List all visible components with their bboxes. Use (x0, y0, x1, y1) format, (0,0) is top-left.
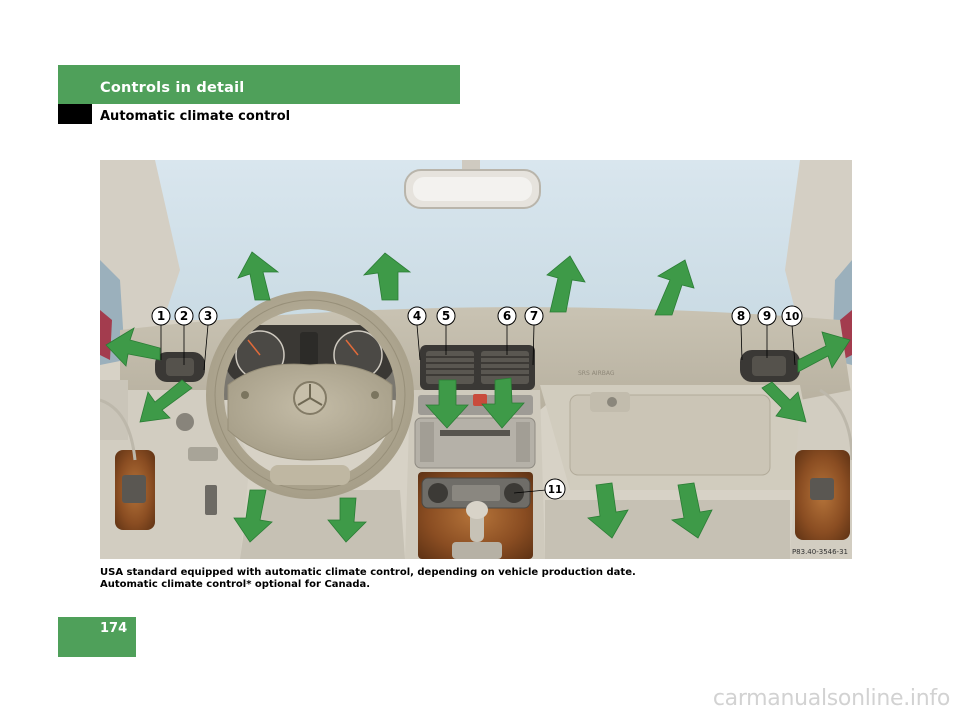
airflow-arrow-right-lower (761, 381, 807, 423)
airflow-arrow-right-side (797, 331, 851, 373)
callout-10: 10 (785, 311, 800, 323)
dashboard-drawing: SRS AIRBAG (100, 160, 852, 559)
svg-text:SRS AIRBAG: SRS AIRBAG (578, 370, 615, 377)
callout-2: 2 (180, 309, 188, 323)
callout-11: 11 (548, 484, 563, 496)
caption-line-2: Automatic climate control* optional for … (100, 579, 371, 590)
airflow-arrow-footwell-4 (670, 482, 713, 539)
airflow-arrow-defrost-2 (362, 252, 412, 301)
callout-5: 5 (442, 309, 450, 323)
airflow-arrow-left-side (105, 327, 161, 367)
airflow-arrow-footwell-1 (233, 489, 273, 543)
section-marker (58, 104, 92, 124)
image-reference-code: P83.40-3546-31 (791, 548, 848, 556)
airflow-arrow-defrost-3 (546, 255, 586, 313)
airflow-arrows (105, 251, 851, 543)
airflow-arrow-footwell-3 (587, 482, 629, 539)
airflow-arrow-defrost-1 (237, 251, 280, 301)
airflow-arrow-center-left (425, 379, 469, 429)
callout-6: 6 (503, 309, 511, 323)
page-number-box (58, 617, 136, 657)
callout-group: 1 2 3 4 5 6 7 8 9 10 11 (151, 305, 803, 500)
airflow-arrow-center-right (481, 377, 525, 429)
page-number: 174 (100, 621, 128, 636)
callout-9: 9 (763, 309, 771, 323)
callout-7: 7 (530, 309, 538, 323)
airflow-arrow-footwell-2 (327, 497, 367, 543)
chapter-header-bar (58, 65, 460, 104)
chapter-title: Controls in detail (100, 80, 245, 96)
airflow-arrow-defrost-4 (654, 259, 695, 316)
windshield (100, 160, 852, 320)
callout-1: 1 (157, 309, 165, 323)
callout-4: 4 (413, 309, 421, 323)
figure-caption: USA standard equipped with automatic cli… (100, 567, 860, 591)
callout-3: 3 (204, 309, 212, 323)
airflow-arrow-left-lower (139, 379, 193, 423)
watermark-text: carmanualsonline.info (712, 686, 950, 711)
callout-8: 8 (737, 309, 745, 323)
section-title: Automatic climate control (100, 109, 291, 124)
caption-line-1: USA standard equipped with automatic cli… (100, 567, 636, 578)
dashboard-illustration: SRS AIRBAG (100, 160, 852, 559)
